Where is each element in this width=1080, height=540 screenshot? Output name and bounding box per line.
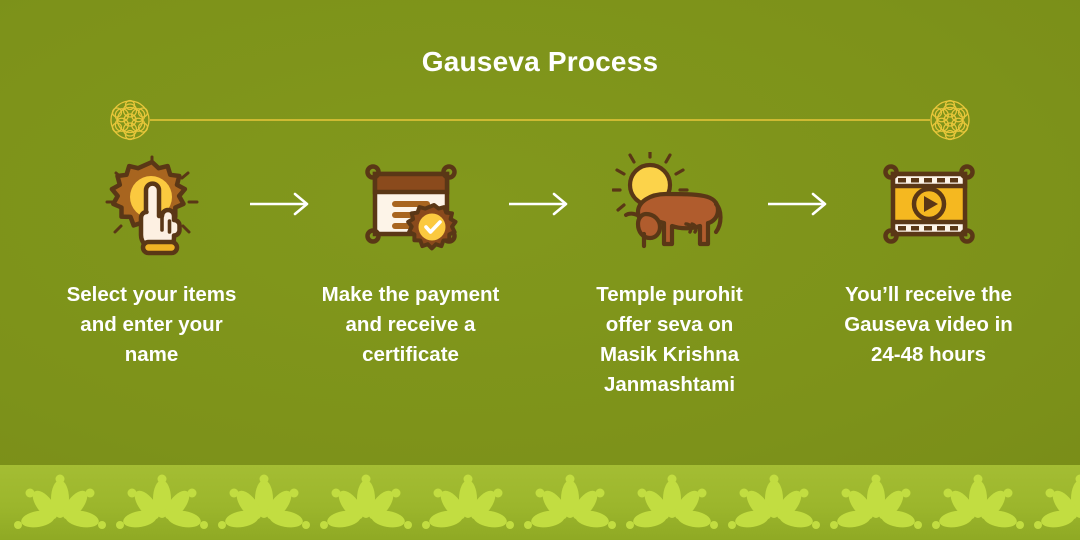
process-step-3: Temple purohit offer seva on Masik Krish… xyxy=(578,150,761,400)
process-step-1: Select your items and enter your name xyxy=(60,150,243,370)
hand-pointing-marigold-icon xyxy=(100,150,204,258)
step-connector-1 xyxy=(243,150,319,258)
arrow-right-icon xyxy=(768,192,827,216)
arrow-right-icon xyxy=(250,192,309,216)
process-step-2: Make the payment and receive a certifica… xyxy=(319,150,502,370)
certificate-seal-icon xyxy=(359,150,463,258)
lotus-leaf-border-pattern xyxy=(0,465,1080,540)
step-connector-3 xyxy=(761,150,837,258)
process-step-3-caption: Temple purohit offer seva on Masik Krish… xyxy=(596,283,743,396)
bottom-decorative-band xyxy=(0,465,1080,540)
cow-grazing-sun-icon xyxy=(611,150,728,258)
page-title: Gauseva Process xyxy=(421,46,659,77)
process-step-1-caption: Select your items and enter your name xyxy=(66,283,237,366)
mandala-rosette-icon xyxy=(110,99,150,141)
mandala-rosette-icon xyxy=(930,99,970,141)
arrow-right-icon xyxy=(509,192,568,216)
process-steps: Select your items and enter your name xyxy=(0,150,1080,400)
step-connector-2 xyxy=(502,150,578,258)
process-step-4-caption: You’ll receive the Gauseva video in 24-4… xyxy=(844,283,1013,366)
video-filmstrip-play-icon xyxy=(877,150,981,258)
decorative-divider xyxy=(108,98,972,142)
process-step-2-caption: Make the payment and receive a certifica… xyxy=(321,283,500,366)
process-step-4: You’ll receive the Gauseva video in 24-4… xyxy=(837,150,1020,370)
